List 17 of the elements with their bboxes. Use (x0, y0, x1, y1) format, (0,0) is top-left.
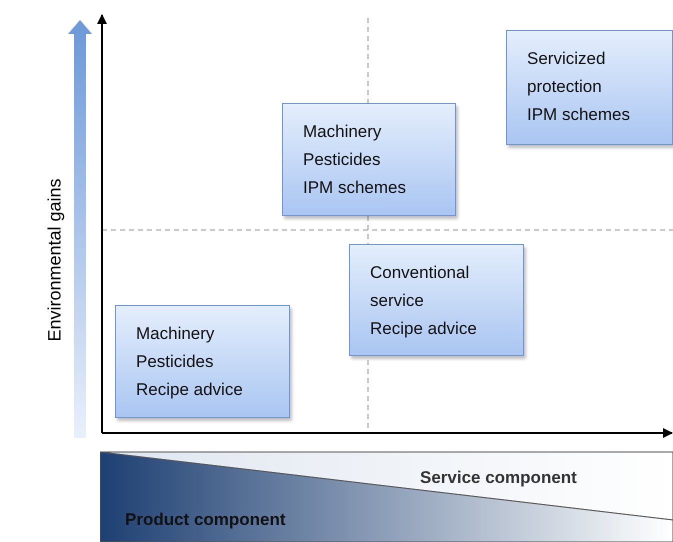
axis-title: Environmental gains (44, 178, 66, 342)
offering-box (282, 103, 456, 216)
offering-box (115, 305, 290, 418)
offering-box (349, 244, 524, 356)
offering-text: Conventional service (370, 262, 470, 312)
offering-text: Recipe advice (136, 379, 244, 401)
offering-box (506, 30, 673, 145)
offering-text: IPM schemes (527, 104, 631, 126)
offering-text: Servicized protection (527, 48, 606, 98)
offering-text: Pesticides (136, 351, 214, 373)
component-label: Product component (125, 510, 286, 530)
offering-text: Recipe advice (370, 318, 478, 340)
offering-text: Machinery (303, 121, 382, 143)
offering-text: Pesticides (303, 149, 382, 171)
offering-text: Machinery (136, 323, 216, 345)
component-label: Service component (420, 468, 577, 488)
offering-text: IPM schemes (303, 177, 407, 199)
